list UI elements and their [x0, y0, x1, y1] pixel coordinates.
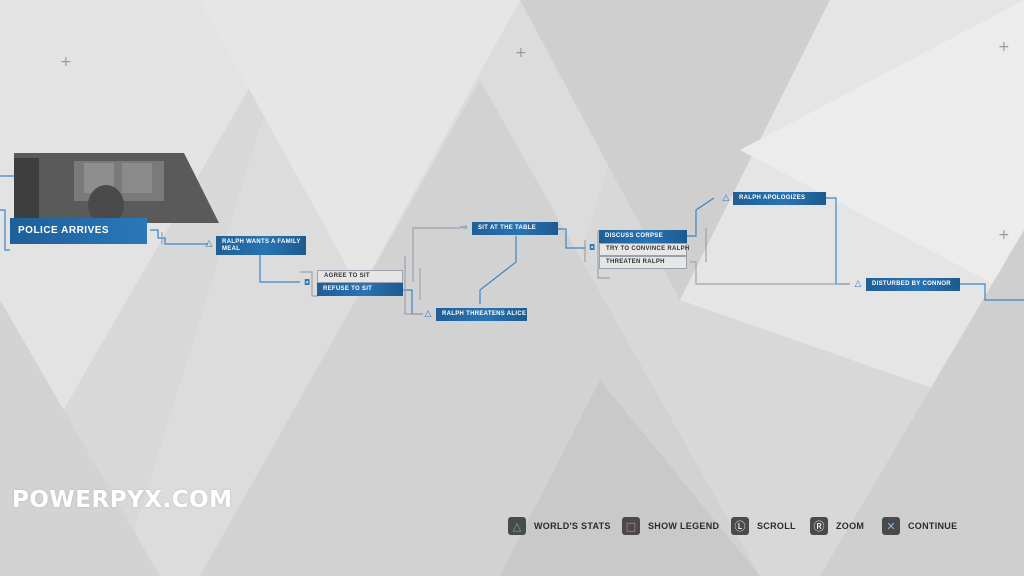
node-discuss-corpse[interactable]: DISCUSS CORPSE	[599, 230, 687, 243]
cross-button-icon: ✕	[882, 517, 900, 535]
node-disturbed-by-connor[interactable]: DISTURBED BY CONNOR	[866, 278, 960, 291]
control-scroll[interactable]: Ⓛ SCROLL	[731, 516, 796, 536]
node-ralph-threatens-alice[interactable]: RALPH THREATENS ALICE	[436, 308, 527, 321]
node-refuse-to-sit[interactable]: REFUSE TO SIT	[317, 283, 403, 296]
control-label: WORLD'S STATS	[534, 521, 611, 531]
triangle-icon: △	[721, 193, 731, 203]
triangle-button-icon: △	[508, 517, 526, 535]
control-label: ZOOM	[836, 521, 864, 531]
control-label: SCROLL	[757, 521, 796, 531]
triangle-icon: △	[853, 279, 863, 289]
right-stick-icon: Ⓡ	[810, 517, 828, 535]
triangle-icon: △	[204, 239, 214, 249]
node-threaten-ralph[interactable]: THREATEN RALPH	[599, 256, 687, 269]
control-zoom[interactable]: Ⓡ ZOOM	[810, 516, 864, 536]
control-worlds-stats[interactable]: △ WORLD'S STATS	[508, 516, 611, 536]
control-label: CONTINUE	[908, 521, 957, 531]
triangle-icon: △	[423, 309, 433, 319]
node-police-arrives[interactable]: POLICE ARRIVES	[10, 218, 147, 244]
control-continue[interactable]: ✕ CONTINUE	[882, 516, 957, 536]
square-button-icon: □	[622, 517, 640, 535]
scene-thumbnail	[14, 153, 219, 223]
node-ralph-apologizes[interactable]: RALPH APOLOGIZES	[733, 192, 826, 205]
control-label: SHOW LEGEND	[648, 521, 719, 531]
choice-icon: ◘	[589, 244, 597, 252]
control-show-legend[interactable]: □ SHOW LEGEND	[622, 516, 719, 536]
node-agree-to-sit[interactable]: AGREE TO SIT	[317, 270, 403, 283]
left-stick-icon: Ⓛ	[731, 517, 749, 535]
choice-icon: ◘	[304, 279, 312, 287]
watermark-text: POWERPYX.COM	[12, 487, 233, 513]
node-try-convince-ralph[interactable]: TRY TO CONVINCE RALPH	[599, 243, 687, 256]
node-sit-at-table[interactable]: SIT AT THE TABLE	[472, 222, 558, 235]
node-ralph-wants-meal[interactable]: RALPH WANTS A FAMILY MEAL	[216, 236, 306, 255]
arrow-icon: ⇨	[459, 223, 469, 233]
